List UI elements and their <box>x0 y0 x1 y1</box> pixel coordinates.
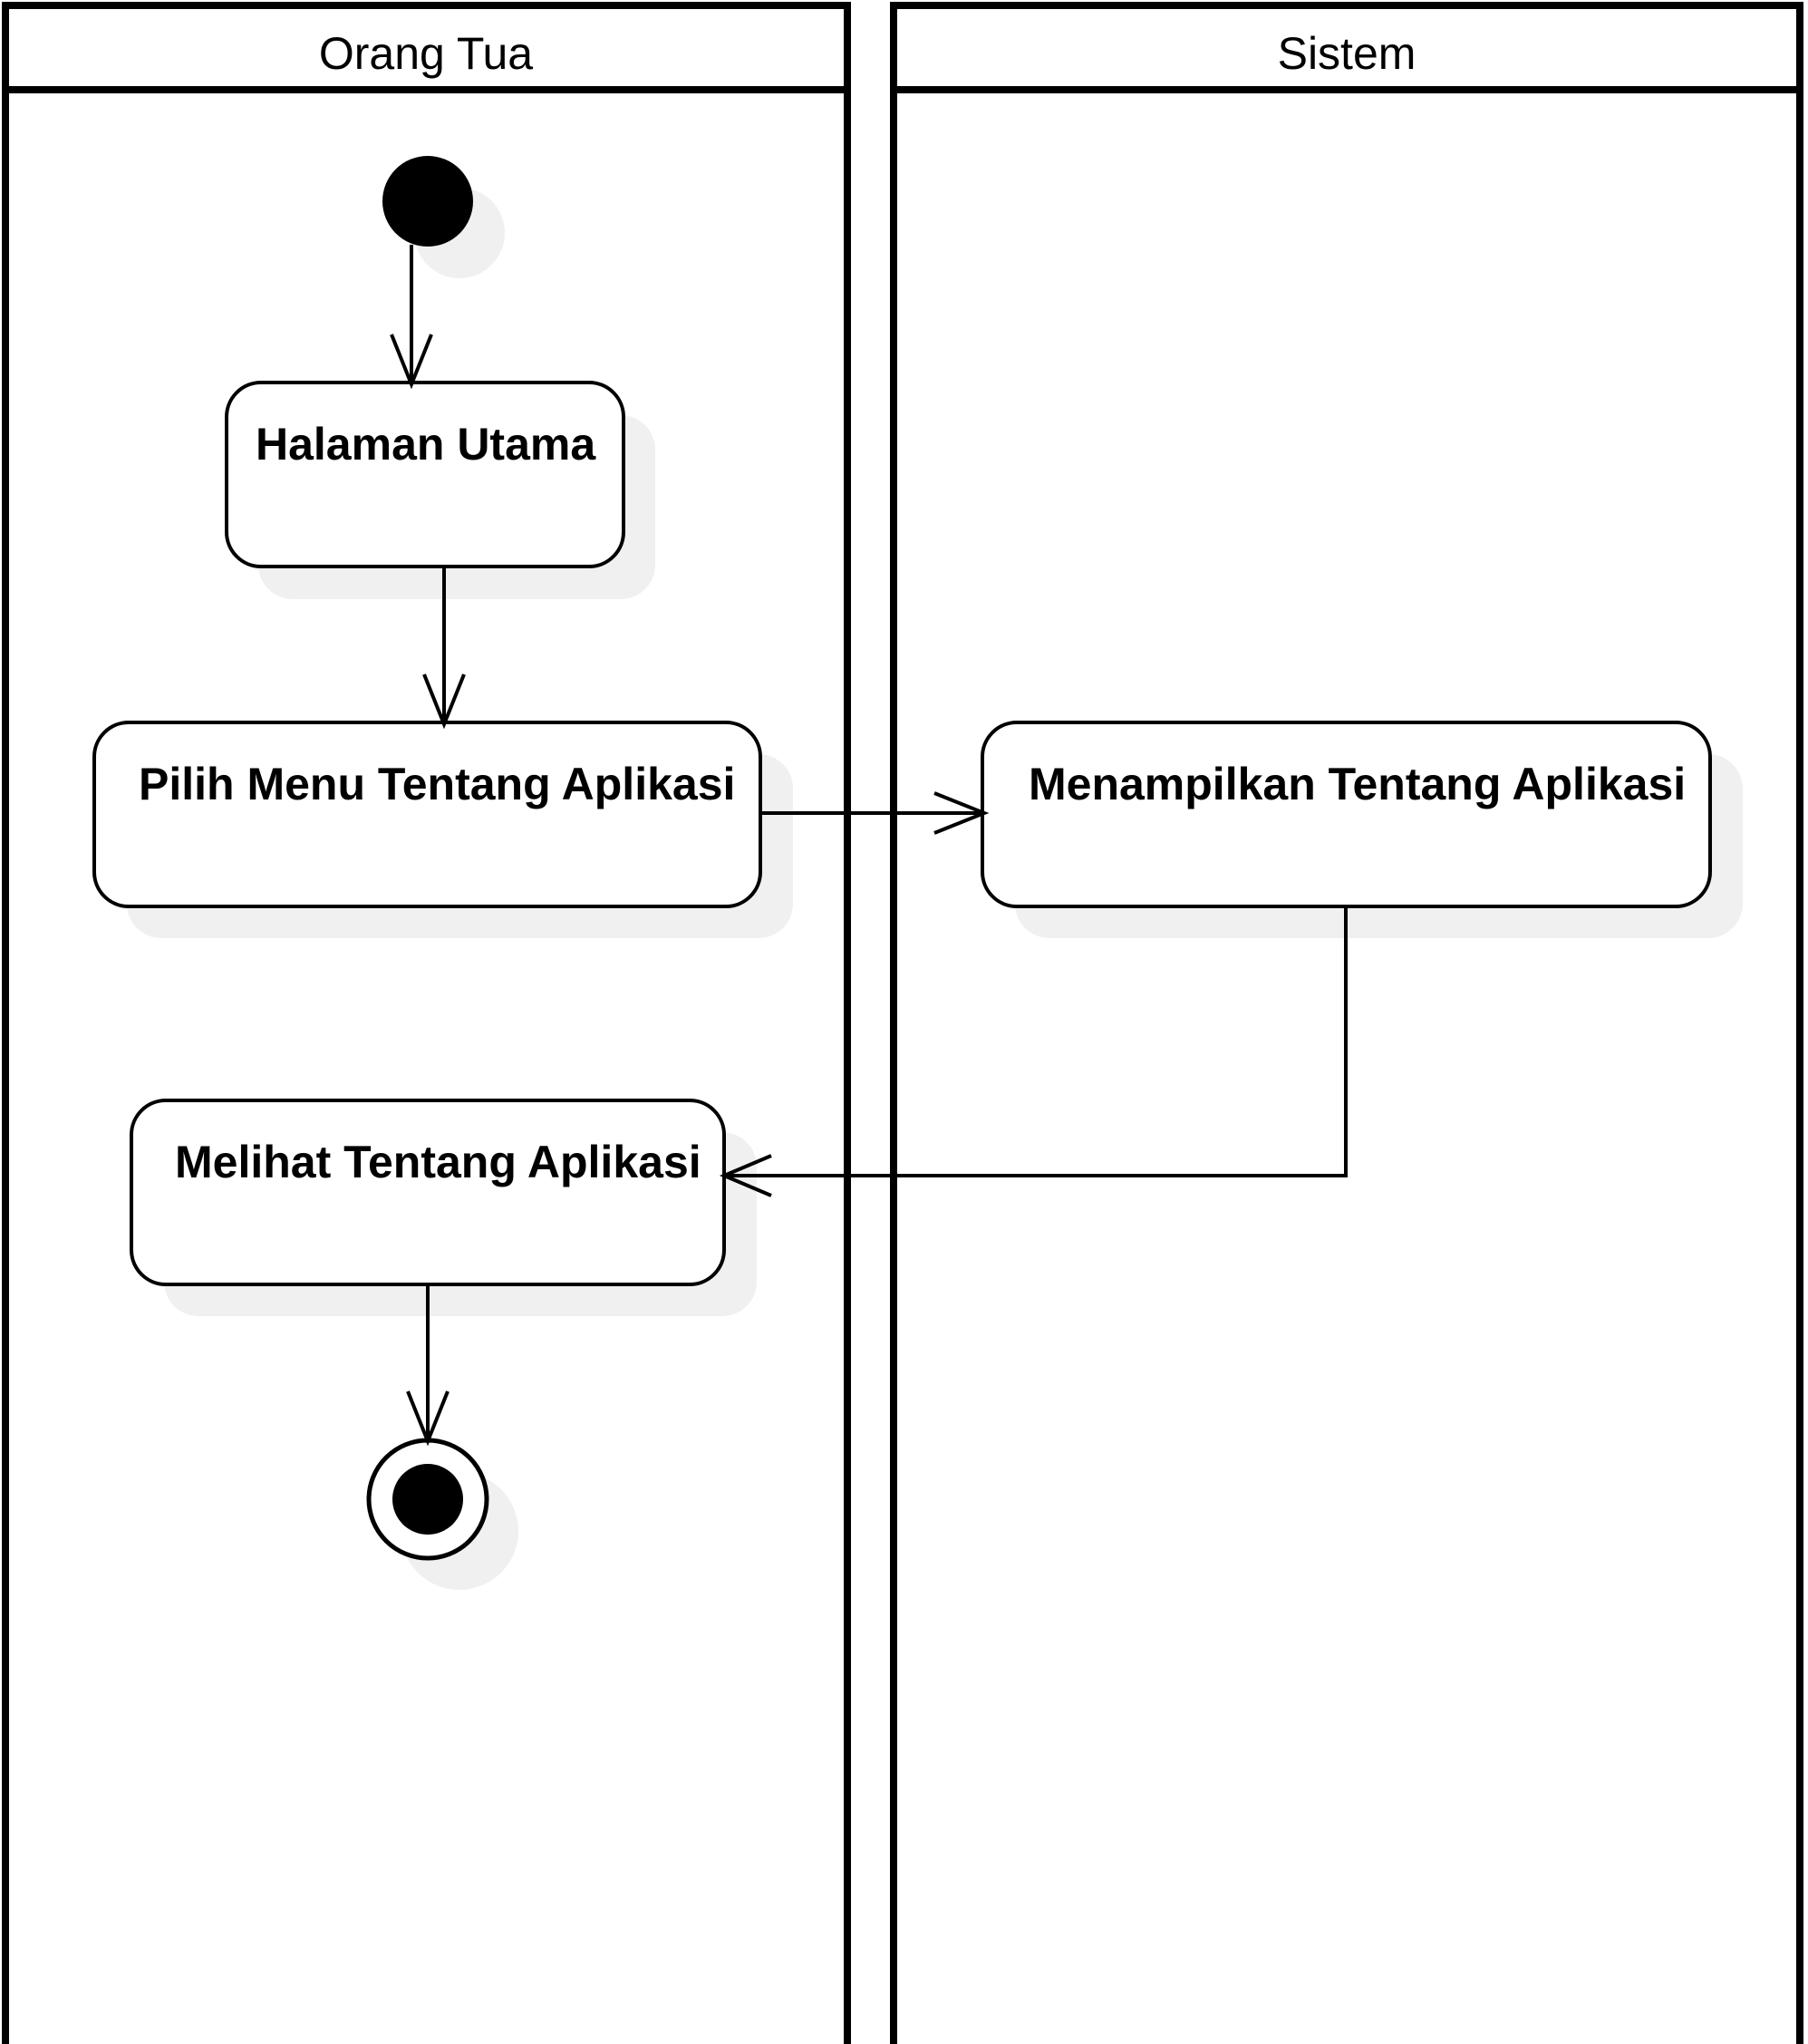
start-node <box>382 156 473 247</box>
action-melihat: Melihat Tentang Aplikasi <box>130 1099 726 1286</box>
arrowhead-icon <box>422 673 466 730</box>
end-node-core <box>392 1464 463 1535</box>
action-melihat-box <box>130 1099 726 1286</box>
action-menampilkan: Menampilkan Tentang Aplikasi <box>981 721 1712 908</box>
arrowhead-icon <box>719 1154 772 1197</box>
arrowhead-icon <box>933 791 990 835</box>
flow-start-to-halaman-utama <box>390 245 433 390</box>
action-halaman-utama: Halaman Utama <box>225 381 625 568</box>
arrowhead-icon <box>390 334 433 390</box>
flow-melihat-to-end <box>406 1284 450 1447</box>
flow-line <box>724 906 1348 1177</box>
action-menampilkan-label: Menampilkan Tentang Aplikasi <box>1029 759 1686 809</box>
swimlane-orang-tua-title: Orang Tua <box>319 28 533 79</box>
flow-pilih-menu-to-menampilkan <box>760 791 990 835</box>
control-flows <box>390 245 1348 1447</box>
action-halaman-utama-box <box>225 381 625 568</box>
swimlane-sistem-title: Sistem <box>1278 28 1416 79</box>
action-pilih-menu: Pilih Menu Tentang Aplikasi <box>92 721 762 908</box>
action-halaman-utama-label: Halaman Utama <box>256 419 596 470</box>
flow-halaman-utama-to-pilih-menu <box>422 567 466 730</box>
arrowhead-icon <box>406 1390 450 1447</box>
swimlane-orang-tua: Orang Tua <box>2 2 851 2044</box>
action-pilih-menu-label: Pilih Menu Tentang Aplikasi <box>139 759 735 809</box>
flow-menampilkan-to-melihat <box>719 906 1348 1197</box>
action-pilih-menu-box <box>92 721 762 908</box>
swimlane-orang-tua-frame <box>2 2 851 2044</box>
action-melihat-label: Melihat Tentang Aplikasi <box>175 1137 701 1187</box>
end-node <box>366 1438 489 1561</box>
action-menampilkan-box <box>981 721 1712 908</box>
